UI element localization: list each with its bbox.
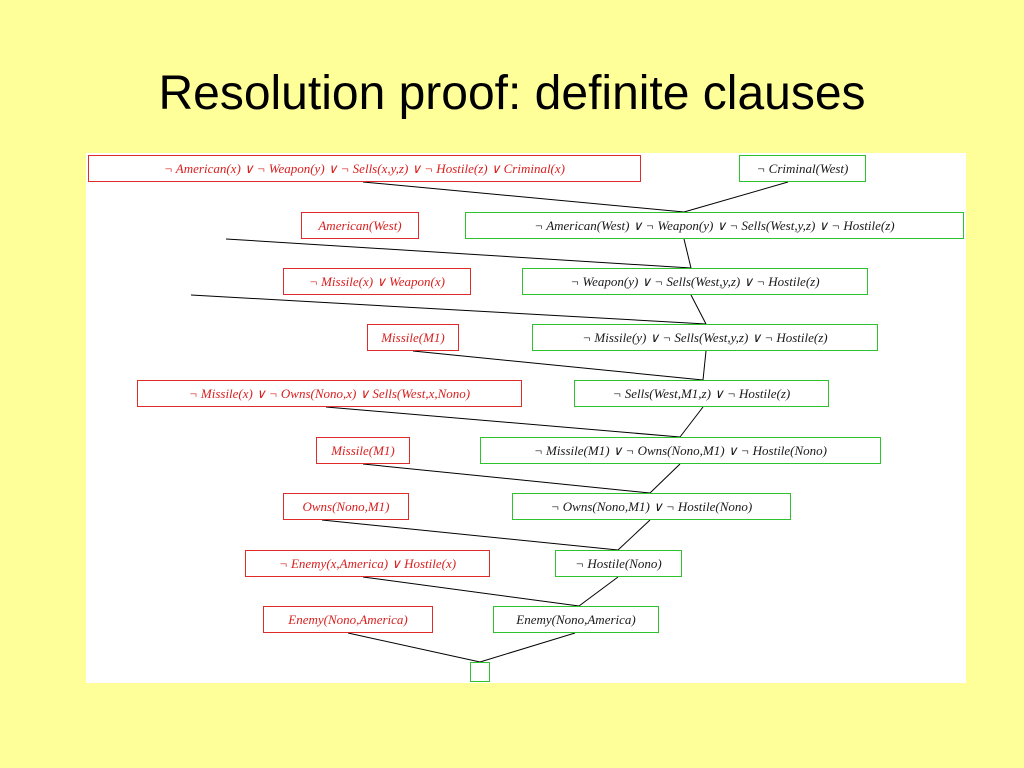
edge (321, 519, 619, 551)
resolvent-clause: ¬ Criminal(West) (739, 155, 866, 182)
edge (325, 406, 681, 438)
edge (225, 238, 692, 269)
edge (479, 632, 576, 663)
resolvent-clause: ¬ Hostile(Nono) (555, 550, 682, 577)
kb-clause: Missile(M1) (316, 437, 410, 464)
kb-clause: American(West) (301, 212, 419, 239)
kb-clause: Owns(Nono,M1) (283, 493, 409, 520)
resolvent-clause: ¬ Owns(Nono,M1) ∨ ¬ Hostile(Nono) (512, 493, 791, 520)
kb-clause: Enemy(Nono,America) (263, 606, 433, 633)
proof-tree-panel: ¬ American(x) ∨ ¬ Weapon(y) ∨ ¬ Sells(x,… (86, 153, 966, 683)
resolution-edges (190, 181, 789, 663)
kb-clause: ¬ Missile(x) ∨ Weapon(x) (283, 268, 471, 295)
resolvent-clause: Enemy(Nono,America) (493, 606, 659, 633)
kb-clause: ¬ American(x) ∨ ¬ Weapon(y) ∨ ¬ Sells(x,… (88, 155, 641, 182)
resolvent-clause: ¬ Missile(y) ∨ ¬ Sells(West,y,z) ∨ ¬ Hos… (532, 324, 878, 351)
empty-clause (470, 662, 490, 682)
edge (362, 463, 651, 494)
resolvent-clause: ¬ Weapon(y) ∨ ¬ Sells(West,y,z) ∨ ¬ Host… (522, 268, 868, 295)
edge (362, 576, 580, 607)
edge (702, 350, 707, 381)
edge (617, 519, 651, 551)
resolvent-clause: ¬ Sells(West,M1,z) ∨ ¬ Hostile(z) (574, 380, 829, 407)
edge (362, 181, 685, 213)
kb-clause: ¬ Missile(x) ∨ ¬ Owns(Nono,x) ∨ Sells(We… (137, 380, 522, 407)
resolvent-clause: ¬ American(West) ∨ ¬ Weapon(y) ∨ ¬ Sells… (465, 212, 964, 239)
edge (412, 350, 704, 381)
kb-clause: Missile(M1) (367, 324, 459, 351)
edge (578, 576, 619, 607)
kb-clause: ¬ Enemy(x,America) ∨ Hostile(x) (245, 550, 490, 577)
resolvent-clause: ¬ Missile(M1) ∨ ¬ Owns(Nono,M1) ∨ ¬ Host… (480, 437, 881, 464)
edge (683, 181, 789, 213)
edge (649, 463, 681, 494)
slide-title: Resolution proof: definite clauses (158, 67, 866, 120)
edge (190, 294, 707, 325)
edge (683, 238, 692, 269)
edge (679, 406, 704, 438)
edge (690, 294, 707, 325)
edge (347, 632, 481, 663)
